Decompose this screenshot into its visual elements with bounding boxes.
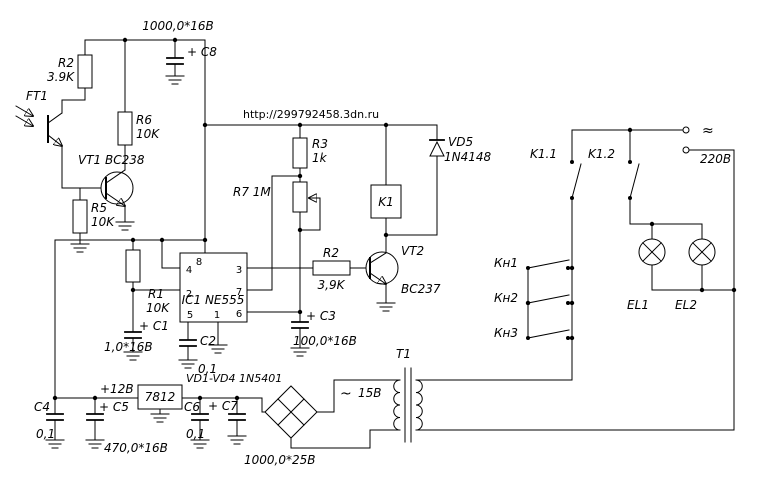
ic1-pin5-label: 5 bbox=[187, 310, 193, 321]
diode-vd5 bbox=[429, 139, 445, 157]
mains-ac-sign: ≈ bbox=[702, 123, 714, 139]
c6-value-label: 0,1 bbox=[186, 427, 205, 441]
light-arrow-icon bbox=[15, 115, 33, 126]
lamp-el1 bbox=[638, 238, 666, 266]
labels: 1000,0*16В + C8 FT1 R2 3.9K R6 10K VT1 B… bbox=[26, 19, 731, 467]
c1-value-label: 1,0*16В bbox=[104, 340, 153, 354]
resistor-r2-top bbox=[77, 54, 93, 89]
c5-ref-label: + C5 bbox=[99, 400, 129, 414]
resistor-r1 bbox=[125, 249, 141, 283]
r5-value-label: 10K bbox=[91, 215, 115, 229]
r6-ref-label: R6 bbox=[136, 113, 152, 127]
c8-top-value-label: 1000,0*16В bbox=[142, 19, 214, 33]
transformer-t1 bbox=[393, 367, 423, 443]
k1-label: K1 bbox=[378, 195, 394, 209]
kn1-label: Кн1 bbox=[494, 256, 518, 270]
k1-2-label: K1.2 bbox=[588, 147, 615, 161]
el2-label: EL2 bbox=[675, 298, 697, 312]
vt2-ref-label: VT2 bbox=[401, 244, 424, 258]
secondary-voltage-label: 15В bbox=[358, 386, 382, 400]
junction-dots bbox=[52, 37, 737, 401]
capacitor-c3 bbox=[291, 321, 309, 329]
r1-value-label: 10K bbox=[146, 301, 170, 315]
capacitor-c8 bbox=[166, 57, 184, 65]
t1-label: T1 bbox=[396, 347, 411, 361]
secondary-ac-sign: ~ bbox=[340, 386, 352, 402]
r3-ref-label: R3 bbox=[312, 137, 328, 151]
r3-value-label: 1k bbox=[312, 151, 328, 165]
r6-value-label: 10K bbox=[136, 127, 160, 141]
transistor-vt2 bbox=[365, 251, 399, 284]
resistor-r3 bbox=[292, 137, 308, 169]
capacitor-c4 bbox=[46, 413, 64, 421]
bridge-label: VD1-VD4 1N5401 bbox=[186, 372, 282, 385]
potentiometer-r7 bbox=[292, 181, 321, 213]
c4-value-label: 0,1 bbox=[36, 427, 55, 441]
c3-value-label: 100,0*16В bbox=[293, 334, 357, 348]
c7-ref-label: + C7 bbox=[208, 399, 238, 413]
lamp-el2 bbox=[688, 238, 716, 266]
button-kn2 bbox=[526, 294, 570, 305]
bridge-rectifier-vd1-vd4 bbox=[264, 385, 318, 439]
vt1-label: VT1 BC238 bbox=[78, 153, 145, 167]
light-arrow-icon bbox=[15, 105, 33, 116]
ic1-pin6-label: 6 bbox=[236, 309, 242, 320]
vd5-value-label: 1N4148 bbox=[444, 150, 492, 164]
ft1-label: FT1 bbox=[26, 89, 48, 103]
resistor-r5 bbox=[72, 199, 88, 234]
kn3-label: Кн3 bbox=[494, 326, 518, 340]
dc-rail-label: +12В bbox=[100, 382, 134, 396]
button-kn3 bbox=[526, 329, 570, 340]
ic1-pin7-label: 7 bbox=[236, 287, 242, 298]
regulator-7812-box bbox=[137, 384, 183, 410]
ic1-pin8-label: 8 bbox=[196, 257, 202, 268]
capacitor-c5 bbox=[86, 413, 104, 421]
button-kn1 bbox=[526, 259, 570, 270]
vt2-value-label: BC237 bbox=[401, 282, 441, 296]
url-note-label: http://299792458.3dn.ru bbox=[243, 108, 379, 121]
capacitor-c6 bbox=[191, 413, 209, 421]
capacitor-c1 bbox=[124, 331, 142, 339]
photo-transistor-ft1 bbox=[15, 105, 62, 146]
relay-contact-k1-1 bbox=[570, 160, 582, 200]
relay-contact-k1-2 bbox=[628, 160, 640, 200]
ic1-pin2-label: 2 bbox=[186, 289, 192, 300]
ic1-pin3-label: 3 bbox=[236, 265, 242, 276]
r7-label: R7 1M bbox=[233, 185, 271, 199]
kn2-label: Кн2 bbox=[494, 291, 518, 305]
regulator-label: 7812 bbox=[145, 390, 176, 404]
mains-voltage-label: 220В bbox=[700, 152, 731, 166]
k1-1-label: K1.1 bbox=[530, 147, 557, 161]
c3-ref-label: + C3 bbox=[306, 309, 336, 323]
c2-value-label: 0,1 bbox=[198, 362, 217, 376]
mains-terminals bbox=[682, 126, 690, 154]
r2-top-value-label: 3.9K bbox=[47, 70, 75, 84]
c7-value-label: 1000,0*25В bbox=[244, 453, 316, 467]
c4-ref-label: C4 bbox=[34, 400, 50, 414]
r5-ref-label: R5 bbox=[91, 201, 107, 215]
c5-value-label: 470,0*16В bbox=[104, 441, 168, 455]
relay-coil-k1-box bbox=[370, 184, 402, 219]
c2-ref-label: C2 bbox=[200, 334, 216, 348]
ic1-pin1-label: 1 bbox=[214, 310, 220, 321]
vd5-ref-label: VD5 bbox=[448, 135, 473, 149]
r2-top-ref-label: R2 bbox=[58, 56, 74, 70]
el1-label: EL1 bbox=[627, 298, 649, 312]
transistor-vt1 bbox=[100, 169, 134, 206]
ic1-label: IC1 NE555 bbox=[182, 293, 245, 307]
c8-ref-label: + C8 bbox=[187, 45, 217, 59]
c6-ref-label: C6 bbox=[184, 400, 200, 414]
ic1-ne555-box bbox=[179, 252, 248, 323]
r1-ref-label: R1 bbox=[148, 287, 164, 301]
capacitor-c2 bbox=[179, 339, 197, 347]
capacitor-c7 bbox=[228, 413, 246, 421]
r2-mid-ref-label: R2 bbox=[323, 246, 339, 260]
c1-ref-label: + C1 bbox=[139, 319, 169, 333]
r2-mid-value-label: 3,9K bbox=[318, 278, 346, 292]
resistor-r6 bbox=[117, 111, 133, 146]
resistor-r2-mid bbox=[312, 260, 351, 276]
ic1-pin4-label: 4 bbox=[186, 265, 192, 276]
